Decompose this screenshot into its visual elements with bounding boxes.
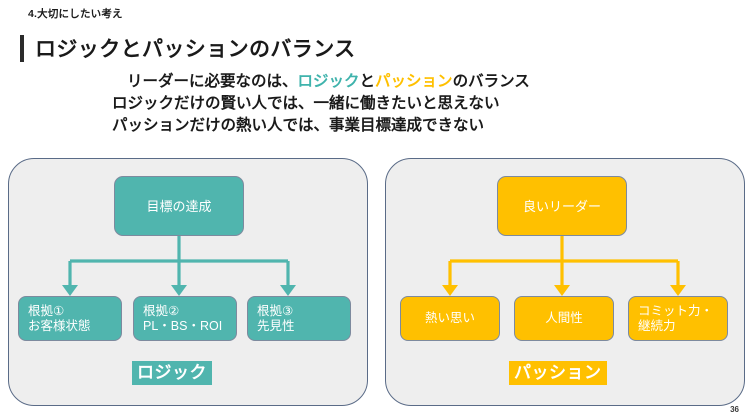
title-accent-bar bbox=[20, 34, 24, 62]
node-logic-child-1[interactable]: 根拠① お客様状態 bbox=[18, 296, 122, 341]
page-title: ロジックとパッションのバランス bbox=[35, 38, 356, 61]
node-logic-child-3-line1: 根拠③ bbox=[257, 303, 294, 318]
node-logic-child-3-line2: 先見性 bbox=[257, 318, 295, 333]
node-passion-child-1[interactable]: 熱い思い bbox=[400, 296, 500, 341]
page-title-row: ロジックとパッションのバランス bbox=[20, 33, 356, 63]
lead-highlight-passion: パッション bbox=[375, 73, 453, 90]
node-logic-child-1-line1: 根拠① bbox=[28, 303, 65, 318]
lead-paragraph: リーダーに必要なのは、ロジックとパッションのバランス ロジックだけの賢い人では、… bbox=[112, 71, 530, 137]
slide-kicker: 4.大切にしたい考え bbox=[28, 8, 123, 20]
node-logic-child-1-line2: お客様状態 bbox=[28, 318, 91, 333]
node-logic-child-2[interactable]: 根拠② PL・BS・ROI bbox=[133, 296, 237, 341]
lead-line-1-prefix: リーダーに必要なのは、 bbox=[127, 73, 298, 90]
lead-line-1-suffix: のバランス bbox=[452, 73, 530, 90]
lead-line-1: リーダーに必要なのは、ロジックとパッションのバランス bbox=[112, 71, 530, 93]
node-logic-root[interactable]: 目標の達成 bbox=[114, 176, 244, 236]
node-logic-child-2-line2: PL・BS・ROI bbox=[143, 318, 223, 333]
node-logic-child-2-line1: 根拠② bbox=[143, 303, 180, 318]
tag-logic: ロジック bbox=[132, 361, 212, 385]
lead-line-2: ロジックだけの賢い人では、一緒に働きたいと思えない bbox=[112, 95, 500, 112]
lead-highlight-logic: ロジック bbox=[297, 73, 360, 90]
node-logic-child-3[interactable]: 根拠③ 先見性 bbox=[247, 296, 351, 341]
node-passion-child-3[interactable]: コミット力・継続力 bbox=[628, 296, 728, 341]
node-passion-child-2[interactable]: 人間性 bbox=[514, 296, 614, 341]
lead-line-1-conjunction: と bbox=[359, 73, 376, 90]
lead-line-3: パッションだけの熱い人では、事業目標達成できない bbox=[112, 117, 485, 134]
tag-passion: パッション bbox=[509, 361, 607, 385]
node-passion-root[interactable]: 良いリーダー bbox=[497, 176, 627, 236]
page-number: 36 bbox=[730, 405, 739, 414]
